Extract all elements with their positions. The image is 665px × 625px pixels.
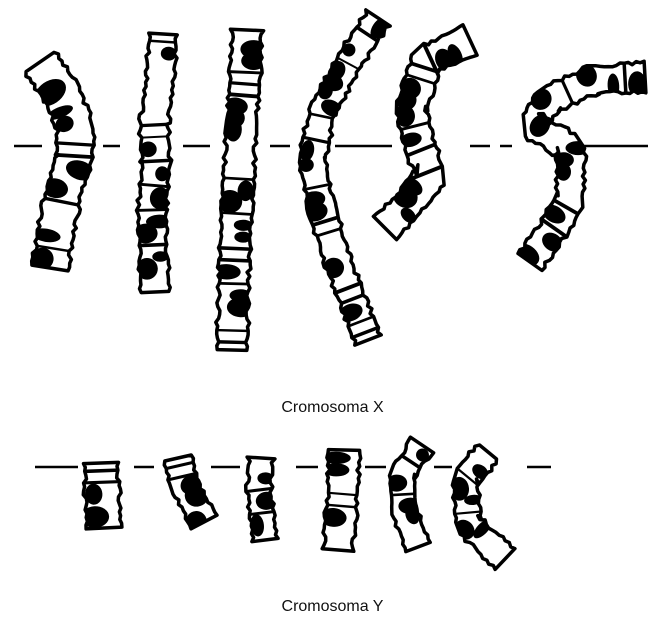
y-chromosome-4	[312, 450, 373, 552]
caption-chromosome-x: Cromosoma X	[0, 399, 665, 417]
band-divider	[124, 209, 180, 211]
chromosome-set	[18, 10, 648, 570]
band-divider	[205, 247, 265, 250]
band-divider	[128, 160, 184, 163]
y-chromosome-3	[235, 457, 285, 541]
y-chromosome-6	[442, 445, 515, 569]
caption-chromosome-y: Cromosoma Y	[0, 598, 665, 616]
band-divider	[379, 493, 427, 496]
x-chromosome-1	[18, 52, 111, 271]
chromosome-outline	[300, 10, 391, 345]
band-divider	[127, 136, 183, 139]
band-divider	[39, 142, 111, 146]
band-divider	[67, 470, 135, 473]
band-divider	[623, 50, 626, 106]
x-chromosome-2	[124, 33, 190, 293]
band-divider	[205, 259, 265, 262]
x-chromosome-6	[510, 50, 647, 270]
x-chromosome-5	[373, 25, 477, 240]
band-divider	[215, 71, 275, 73]
y-chromosome-5	[379, 437, 433, 551]
band-divider	[207, 212, 267, 216]
x-chromosome-4	[291, 10, 392, 345]
chromosome-outline	[452, 445, 515, 569]
x-chromosome-3	[202, 29, 275, 350]
y-chromosome-2	[154, 455, 217, 536]
band-divider	[209, 177, 269, 181]
band-divider	[38, 154, 110, 158]
band-divider	[125, 244, 181, 246]
y-chromosome-1	[67, 462, 135, 529]
band-divider	[126, 124, 182, 127]
band-divider	[214, 93, 274, 98]
band-divider	[202, 341, 262, 343]
band-divider	[204, 283, 264, 285]
band-divider	[68, 481, 136, 484]
chromosome-bands	[235, 472, 285, 537]
band-divider	[203, 330, 263, 332]
